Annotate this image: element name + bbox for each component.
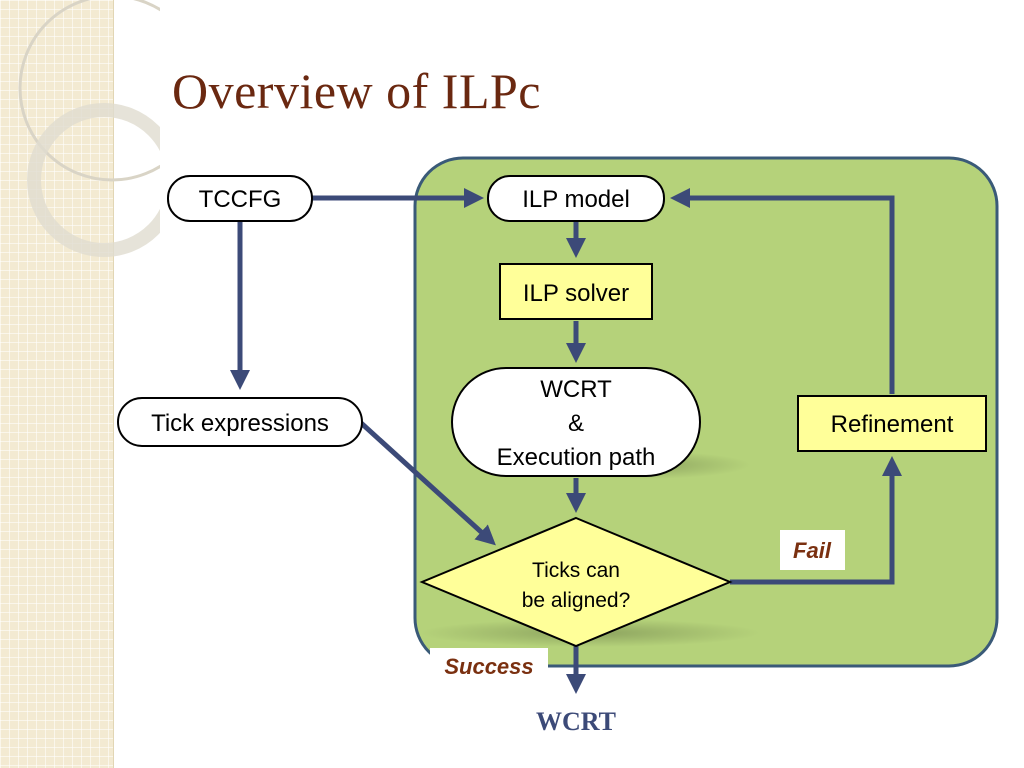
tick-expressions-label: Tick expressions: [151, 410, 329, 437]
tccfg-label: TCCFG: [199, 186, 282, 213]
refinement-label: Refinement: [831, 411, 954, 438]
decision-line-1: Ticks can: [532, 559, 620, 582]
arrow-tick-expressions-to-decision: [358, 420, 496, 546]
edge-label-success: Success: [430, 648, 548, 684]
wcrt-box-line-2: &: [568, 410, 584, 437]
arrow-decision-fail-to-refinement: [730, 456, 902, 585]
node-tccfg: TCCFG: [167, 175, 313, 222]
node-ilp-model: ILP model: [487, 175, 665, 222]
fail-label: Fail: [793, 538, 832, 563]
decorative-circles: [18, 0, 160, 257]
edge-label-fail: Fail: [780, 530, 845, 570]
deco-circle-ring: [27, 103, 160, 257]
arrow-refinement-to-ilp-model: [670, 188, 895, 394]
decision-line-2: be aligned?: [522, 589, 631, 612]
wcrt-box-line-3: Execution path: [497, 444, 656, 471]
node-refinement: Refinement: [797, 395, 987, 452]
deco-circle-large: [18, 0, 160, 182]
node-decision: Ticks can be aligned?: [419, 516, 733, 648]
success-label: Success: [444, 654, 533, 679]
ilp-solver-label: ILP solver: [523, 280, 629, 307]
node-wcrt-execution-path: WCRT & Execution path: [451, 367, 701, 477]
output-wcrt-label: WCRT: [536, 707, 616, 736]
wcrt-box-line-1: WCRT: [540, 376, 612, 403]
node-ilp-solver: ILP solver: [499, 263, 653, 320]
ilp-model-label: ILP model: [522, 186, 630, 213]
node-tick-expressions: Tick expressions: [117, 397, 363, 447]
slide-title: Overview of ILPc: [172, 63, 541, 119]
